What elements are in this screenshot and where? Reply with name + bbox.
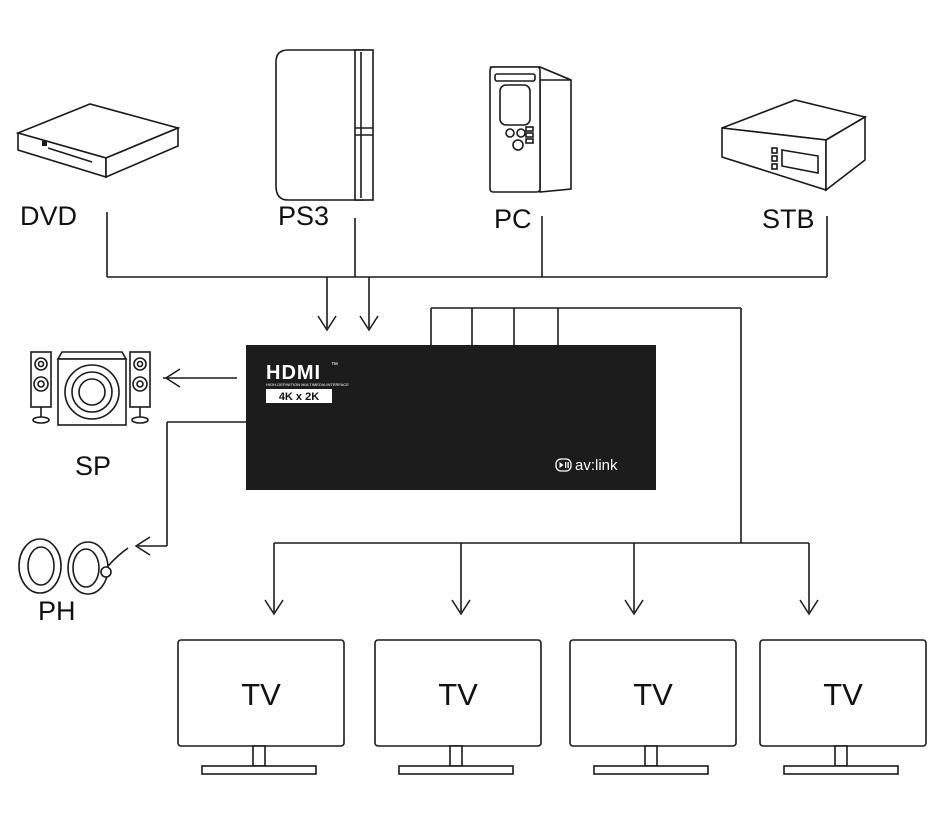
output-arrow-4 xyxy=(799,599,819,616)
headphone-line xyxy=(138,421,246,547)
hdmi-logo: HDMI xyxy=(266,362,321,384)
stb-box-icon xyxy=(721,99,868,192)
speaker-system-icon xyxy=(30,351,151,426)
switch-body xyxy=(246,345,656,490)
resolution-badge xyxy=(266,389,332,403)
pc-tower-icon xyxy=(489,65,572,193)
hdmi-tm: ™ xyxy=(331,362,338,369)
input-connector-lines xyxy=(106,212,828,328)
tv-label-2: TV xyxy=(438,677,478,712)
stb-label: STB xyxy=(762,204,815,234)
tv-label-3: TV xyxy=(633,677,673,712)
ps3-console-icon xyxy=(275,49,374,201)
pc-label: PC xyxy=(494,204,532,234)
headphones-icon xyxy=(18,484,130,595)
tv-display-3: TV xyxy=(569,639,737,775)
tv-display-2: TV xyxy=(374,639,542,775)
speaker-arrow xyxy=(164,368,181,388)
input-arrow-2 xyxy=(359,315,379,332)
avlink-logo-icon xyxy=(555,458,572,472)
dvd-player-icon xyxy=(15,103,181,179)
tv-label-4: TV xyxy=(823,677,863,712)
tv-display-1: TV xyxy=(177,639,345,775)
output-bus-lines xyxy=(273,307,810,612)
output-arrow-2 xyxy=(451,599,471,616)
dvd-label: DVD xyxy=(20,201,77,231)
tv-label-1: TV xyxy=(241,677,281,712)
ps3-label: PS3 xyxy=(278,201,329,231)
input-arrow-1 xyxy=(317,315,337,332)
hdmi-sub: HIGH-DEFINITION MULTIMEDIA INTERFACE xyxy=(266,382,349,387)
brand-name: av:link xyxy=(575,457,618,474)
output-arrow-1 xyxy=(264,599,284,616)
headphone-label: PH xyxy=(38,596,76,626)
resolution-text: 4K x 2K xyxy=(279,391,319,403)
hdmi-switch-box: HDMI ™ HIGH-DEFINITION MULTIMEDIA INTERF… xyxy=(246,345,656,490)
headphone-arrow xyxy=(134,536,151,556)
tv-display-4: TV xyxy=(759,639,927,775)
speaker-label: SP xyxy=(75,451,111,481)
output-arrow-3 xyxy=(624,599,644,616)
